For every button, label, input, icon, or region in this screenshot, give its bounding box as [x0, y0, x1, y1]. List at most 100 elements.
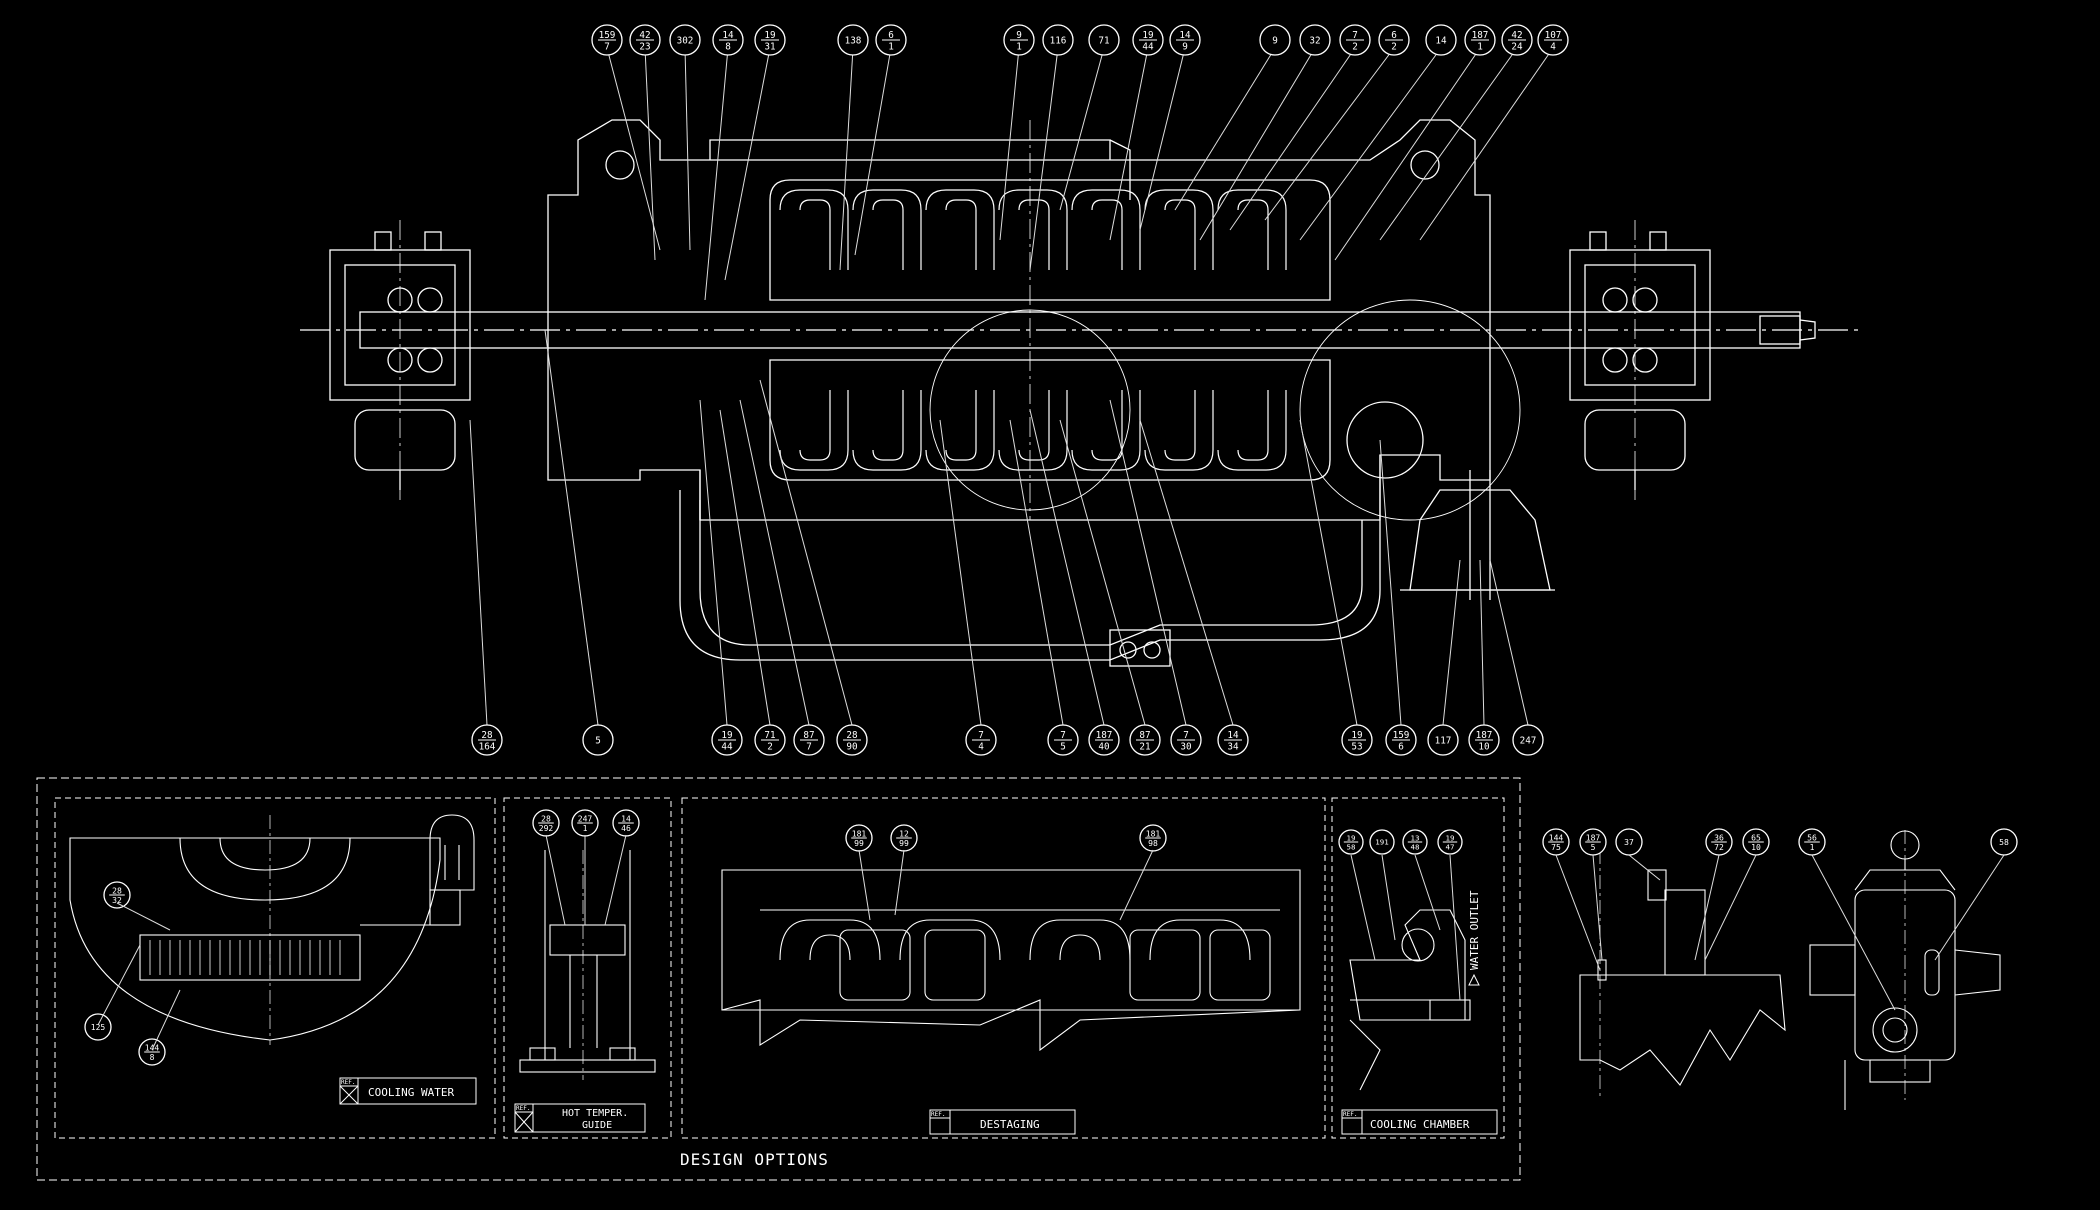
side-balloon: 37	[1615, 828, 1643, 856]
top-balloon-bottom: 44	[1142, 41, 1154, 52]
cw-balloon-top: 28	[112, 886, 122, 895]
htg-balloon-top: 14	[621, 814, 631, 823]
top-balloon-top: 7	[1352, 30, 1358, 41]
htg-balloon-top: 28	[541, 814, 551, 823]
hot-temper-label-2: GUIDE	[582, 1120, 612, 1131]
cc-balloon-top: 19	[1446, 834, 1455, 843]
htg-balloon-bottom: 46	[621, 824, 631, 833]
shaft-coupling-end	[1759, 315, 1801, 345]
cw-balloon-top: 144	[145, 1043, 160, 1052]
top-balloon-bottom: 2	[1391, 41, 1397, 52]
bottom-balloon: 75	[1047, 724, 1079, 756]
stage-impellers	[779, 189, 1287, 471]
side-balloon-label: 37	[1624, 838, 1634, 847]
top-balloon-bottom: 4	[1550, 41, 1556, 52]
top-balloon-label: 14	[1435, 35, 1447, 46]
bottom-balloon-bottom: 34	[1227, 741, 1239, 752]
cw-balloon-bottom: 8	[150, 1053, 155, 1062]
side-balloon-top: 144	[1549, 833, 1564, 842]
top-leader-lines	[606, 47, 1554, 301]
top-balloon-top: 159	[599, 30, 616, 41]
bottom-balloon-bottom: 4	[978, 741, 984, 752]
bottom-balloon-bottom: 53	[1351, 741, 1362, 752]
bottom-balloon-top: 7	[1183, 730, 1189, 741]
cc-balloon-bottom: 58	[1347, 842, 1356, 851]
bottom-balloon-label: 5	[595, 735, 601, 746]
side-balloon: 561	[1798, 828, 1826, 856]
bottom-balloon-bottom: 6	[1398, 741, 1404, 752]
top-balloon-bottom: 9	[1182, 41, 1188, 52]
top-balloon-top: 19	[1142, 30, 1153, 41]
cc-balloon-bottom: 47	[1446, 842, 1455, 851]
destaging-caption: REF. DESTAGING	[929, 1109, 1076, 1135]
bottom-balloon-bottom: 2	[767, 741, 773, 752]
top-balloon-top: 9	[1016, 30, 1022, 41]
destaging-balloon-top: 181	[1146, 829, 1161, 838]
top-balloon: 116	[1042, 24, 1074, 56]
top-balloon: 302	[669, 24, 701, 56]
top-balloon: 148	[712, 24, 744, 56]
bottom-balloon-top: 14	[1227, 730, 1239, 741]
design-options-frame	[36, 777, 1521, 1181]
top-balloon: 32	[1299, 24, 1331, 56]
hot-temper-label-1: HOT TEMPER.	[562, 1108, 628, 1119]
top-balloon-bottom: 1	[1477, 41, 1483, 52]
htg-balloon-top: 247	[578, 814, 593, 823]
top-balloon-top: 19	[764, 30, 775, 41]
side-balloon-top: 65	[1751, 833, 1761, 842]
bottom-balloon-label: 117	[1435, 735, 1452, 746]
top-balloon: 9	[1259, 24, 1291, 56]
side-balloon-label: 58	[1999, 838, 2009, 847]
cc-balloon-label: 191	[1375, 838, 1388, 847]
top-balloon-bottom: 1	[1016, 41, 1022, 52]
cooling-chamber-label: COOLING CHAMBER	[1370, 1118, 1470, 1131]
top-balloon-top: 14	[722, 30, 734, 41]
side-balloon-top: 187	[1586, 833, 1601, 842]
side-balloon-bottom: 10	[1751, 843, 1761, 852]
main-section-view	[300, 119, 1860, 667]
top-balloon: 91	[1003, 24, 1035, 56]
side-balloon-bottom: 72	[1714, 843, 1724, 852]
htg-balloon-bottom: 1	[583, 824, 588, 833]
top-balloon-label: 9	[1272, 35, 1278, 46]
destaging-detail	[721, 869, 1301, 1052]
water-outlet-arrow-icon	[1468, 973, 1480, 986]
cooling-chamber-ref: REF.	[1343, 1111, 1357, 1118]
destaging-ref: REF.	[931, 1111, 945, 1118]
bottom-balloon-top: 159	[1393, 730, 1410, 741]
destaging-balloon-bottom: 99	[899, 839, 909, 848]
destaging-balloon-bottom: 99	[854, 839, 864, 848]
top-balloon-label: 71	[1098, 35, 1109, 46]
bottom-balloon-top: 87	[803, 730, 814, 741]
top-balloon-label: 116	[1050, 35, 1067, 46]
side-balloon-top: 56	[1807, 833, 1817, 842]
pipe-flange	[1109, 629, 1171, 667]
top-balloon-label: 32	[1309, 35, 1320, 46]
cc-balloon-top: 13	[1411, 834, 1420, 843]
lifting-eye-right	[1410, 150, 1440, 180]
bottom-balloon-top: 7	[978, 730, 984, 741]
bottom-balloon-top: 187	[1096, 730, 1113, 741]
cw-balloon-label: 125	[91, 1023, 106, 1032]
end-view-left	[1579, 850, 1786, 1100]
top-balloon-bottom: 24	[1511, 41, 1523, 52]
top-balloon: 149	[1169, 24, 1201, 56]
